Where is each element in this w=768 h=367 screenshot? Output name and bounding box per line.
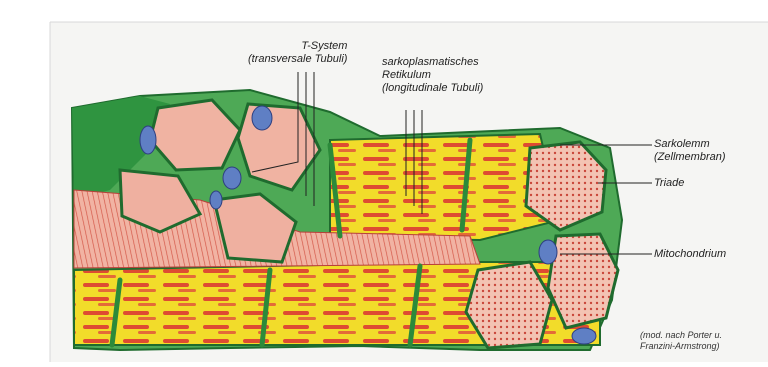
figure-credit: (mod. nach Porter u. Franzini-Armstrong) [640,330,722,352]
label-sr-line2: Retikulum [382,69,483,82]
credit-line2: Franzini-Armstrong) [640,341,722,352]
label-sarkolemm-line2: (Zellmembran) [654,151,726,164]
label-triade: Triade [654,177,684,190]
label-sr-line1: sarkoplasmatisches [382,56,483,69]
sarcoplasmic-reticulum-upper [330,134,560,240]
credit-line1: (mod. nach Porter u. [640,330,722,341]
label-mitochondrium: Mitochondrium [654,248,726,261]
label-t-system-line2: (transversale Tubuli) [248,53,347,66]
label-t-system-line1: T-System [248,40,347,53]
label-sarkolemm-line1: Sarkolemm [654,138,726,151]
label-sarkolemm: Sarkolemm (Zellmembran) [654,138,726,164]
label-sarcoplasmic-reticulum: sarkoplasmatisches Retikulum (longitudin… [382,56,483,95]
label-t-system: T-System (transversale Tubuli) [248,40,347,66]
label-sr-line3: (longitudinale Tubuli) [382,82,483,95]
